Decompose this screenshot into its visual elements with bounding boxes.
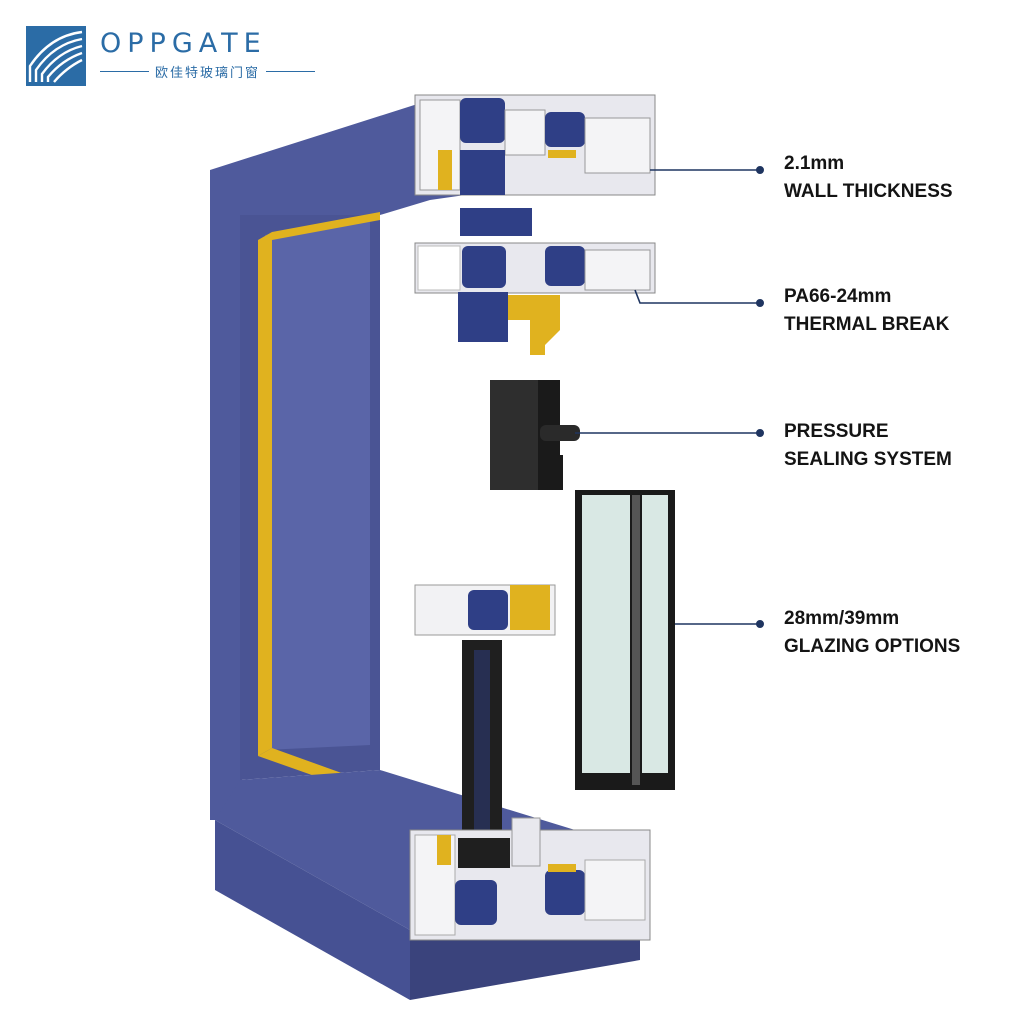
logo-mark-icon (26, 26, 86, 86)
callout-label: GLAZING OPTIONS (784, 636, 961, 657)
callout-wall-thickness: 2.1mm WALL THICKNESS (784, 150, 953, 206)
callout-label: WALL THICKNESS (784, 181, 953, 202)
thermal-strip (460, 208, 532, 236)
brand-subtitle: 欧佳特玻璃门窗 (155, 65, 261, 81)
callout-value: PRESSURE (784, 421, 889, 442)
pressure-seal (490, 380, 580, 490)
divider (100, 70, 149, 72)
callout-thermal-break: PA66-24mm THERMAL BREAK (784, 283, 949, 339)
leader-lines (575, 166, 764, 628)
top-profile-section (414, 94, 656, 196)
callout-value: PA66-24mm (784, 286, 892, 307)
brand-subtitle-row: 欧佳特玻璃门窗 (100, 62, 316, 81)
callout-value: 28mm/39mm (784, 608, 900, 629)
brand-name: OPPGATE (100, 28, 267, 59)
bottom-sash-section (414, 584, 556, 840)
glass-unit (575, 490, 675, 790)
callout-glazing-options: 28mm/39mm GLAZING OPTIONS (784, 605, 960, 661)
callout-label: THERMAL BREAK (784, 314, 950, 335)
callout-pressure-seal: PRESSURE SEALING SYSTEM (784, 418, 952, 474)
callout-value: 2.1mm (784, 153, 845, 174)
divider (266, 70, 316, 72)
brand-logo: OPPGATE 欧佳特玻璃门窗 (26, 26, 326, 86)
sash-profile-section (414, 242, 656, 355)
bottom-profile-section (409, 817, 651, 941)
callout-label: SEALING SYSTEM (784, 449, 952, 470)
